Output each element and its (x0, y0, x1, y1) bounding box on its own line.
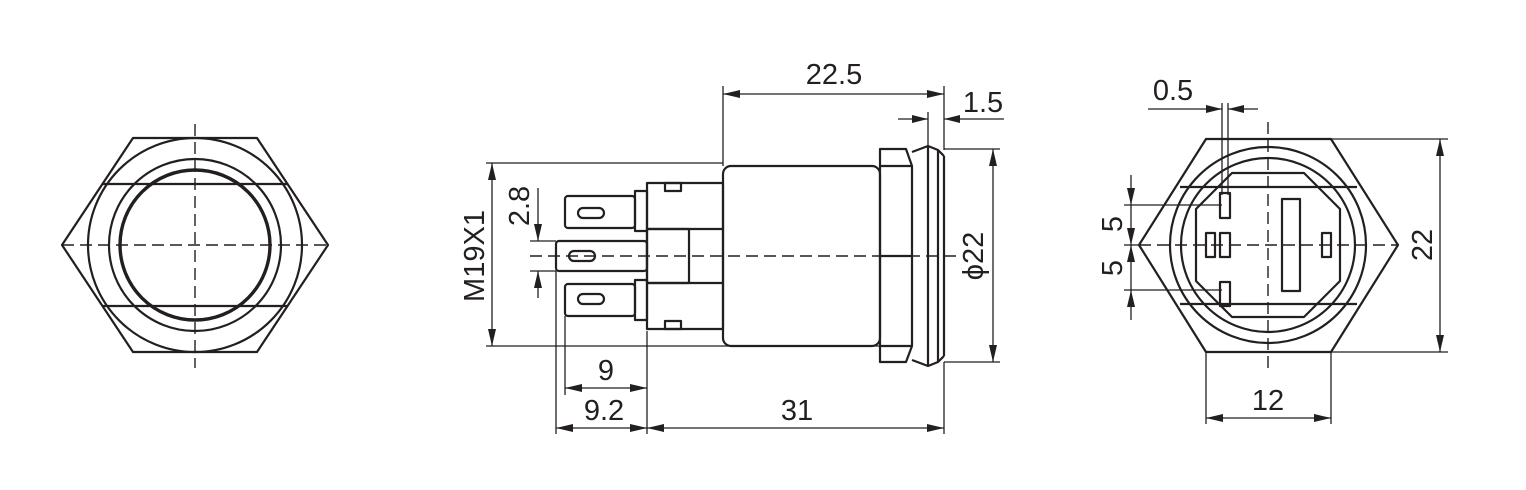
dim-22-5-arrow-right (927, 90, 944, 98)
dim-2-8-arrow-top (534, 224, 542, 241)
dim-31-label: 31 (781, 395, 813, 427)
side-terminal-top-root (633, 189, 649, 233)
dim-9-2-arrow-right (630, 424, 647, 432)
dim-0-5-label: 0.5 (1153, 75, 1193, 107)
dim-5-arrow-top-outer (1127, 188, 1135, 205)
rear-terminal-slot-bottom (1218, 280, 1232, 308)
dim-0-5-arrow-right (1228, 105, 1244, 113)
dim-9-2-label: 9.2 (584, 395, 624, 427)
side-head-chamfer-top (937, 149, 945, 157)
side-terminal-bottom-hole (576, 292, 606, 306)
dim-2-8-arrow-bottom (534, 271, 542, 288)
dim-phi22-arrow-bottom (989, 345, 997, 362)
dim-12-label: 12 (1252, 385, 1284, 417)
front-view (60, 124, 330, 368)
dim-5-lower-label: 5 (1097, 260, 1129, 276)
dim-22-5-label: 22.5 (806, 59, 862, 91)
side-view: 22.5 1.5 ϕ22 M19X1 2.8 (459, 59, 1004, 434)
rear-terminal-base (1194, 171, 1342, 319)
rear-view: 0.5 5 5 12 22 (1097, 75, 1448, 424)
dim-12-arrow-right (1314, 414, 1331, 422)
dim-22-label: 22 (1407, 229, 1439, 261)
dim-0-5-arrow-left (1206, 105, 1222, 113)
side-terminal-top (563, 194, 637, 230)
side-base-tab-bottom (663, 319, 683, 331)
side-head-chamfer-bottom (937, 355, 945, 363)
side-base-tab-top (663, 181, 683, 193)
side-terminal-bottom-root (633, 278, 649, 322)
dim-22-arrow-top (1436, 139, 1444, 156)
side-terminal-bottom (563, 282, 637, 318)
dim-2-8-label: 2.8 (504, 186, 536, 226)
dim-12-arrow-left (1206, 414, 1223, 422)
dim-22-5-arrow-left (723, 90, 740, 98)
dim-31-arrow-right (927, 424, 944, 432)
dim-5-arrow-mid-upper (1127, 228, 1135, 245)
dim-9-arrow-right (630, 384, 647, 392)
dim-1-5-arrow-right (944, 115, 960, 123)
dim-9-arrow-left (565, 384, 582, 392)
rear-center-bar (1280, 197, 1302, 293)
dim-thread-arrow-bottom (488, 329, 496, 346)
dim-9-2-arrow-left (556, 424, 573, 432)
dim-1-5-arrow-left (912, 115, 928, 123)
dim-5-arrow-bottom-outer (1127, 290, 1135, 307)
dim-31-arrow-left (647, 424, 664, 432)
front-hex-nut (60, 136, 330, 354)
dim-thread-arrow-top (488, 163, 496, 180)
dim-phi22-arrow-top (989, 149, 997, 166)
dim-thread-label: M19X1 (459, 210, 491, 302)
dim-5-upper-label: 5 (1097, 216, 1129, 232)
side-terminal-top-hole (576, 206, 606, 220)
dim-1-5-label: 1.5 (963, 87, 1003, 119)
dim-22-arrow-bottom (1436, 335, 1444, 352)
dim-phi22-label: ϕ22 (958, 232, 990, 281)
dim-9-label: 9 (598, 355, 614, 387)
dim-5-arrow-mid-lower (1127, 245, 1135, 262)
